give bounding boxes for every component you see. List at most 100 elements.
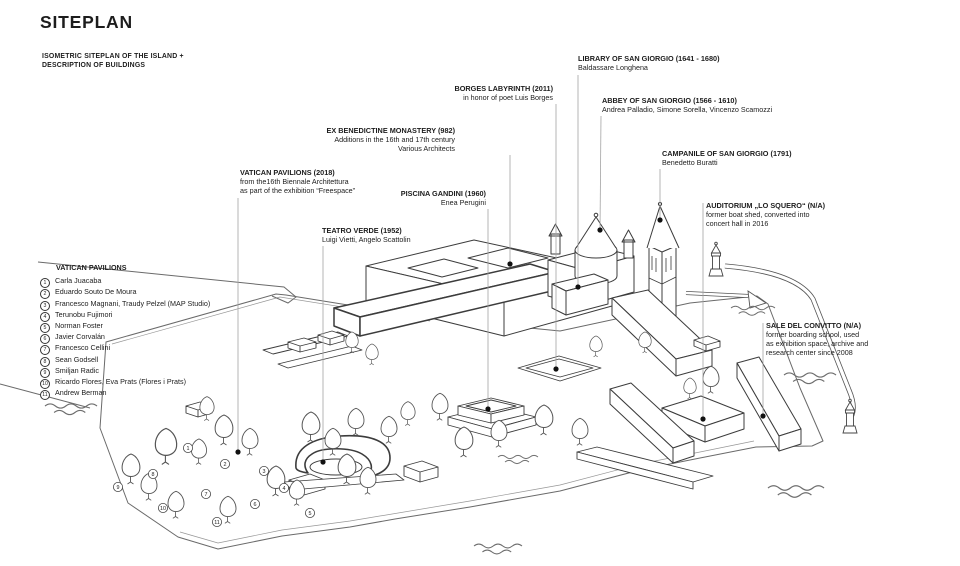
building-label-title: AUDITORIUM „LO SQUERO“ (N/A) [706,201,826,210]
legend-item: 10 Ricardo Flores, Eva Prats (Flores i Pr… [40,376,210,389]
leader-lines [237,75,764,462]
legend-item-number: 9 [40,367,50,378]
legend-item-name: Smiljan Radic [55,365,99,375]
building-label-title: PISCINA GANDINI (1960) [400,189,486,198]
building-label-line: Baldassare Longhena [578,63,648,72]
legend-item-name: Andrew Berman [55,388,107,398]
building-label-line: from the16th Biennale Architettura [240,177,349,186]
building-label-line: former boarding school, used [766,330,860,339]
legend-item-number: 4 [40,311,50,322]
borges-labyrinth [517,355,602,382]
legend-item-name: Sean Godsell [55,354,99,364]
svg-text:8: 8 [152,472,155,478]
legend-item-name: Ricardo Flores, Eva Prats (Flores i Prat… [55,376,187,386]
plan-marker: 9 [113,481,124,492]
legend-item-number: 5 [40,322,50,333]
legend-item: 9 Smiljan Radic [40,365,210,378]
building-label-line: Luigi Vietti, Angelo Scattolin [322,235,411,244]
legend-item: 8 Sean Godsell [40,354,210,367]
sale-del-convitto [736,356,802,452]
building-label-title: VATICAN PAVILIONS (2018) [240,168,335,177]
page-subtitle: ISOMETRIC SITEPLAN OF THE ISLAND + DESCR… [42,53,184,70]
svg-text:1: 1 [187,446,190,452]
label-library-of-san-giorgio: LIBRARY OF SAN GIORGIO (1641 - 1680) Bal… [578,54,720,72]
svg-text:3: 3 [263,469,266,475]
legend-item-number: 8 [40,356,50,367]
plan-marker: 6 [249,498,260,509]
plan-marker: 5 [304,507,315,518]
building-label-line: in honor of poet Luis Borges [463,93,553,102]
abbey-dome [548,212,636,285]
legend-item-number: 7 [40,345,50,356]
building-label-line: concert hall in 2016 [706,219,769,228]
building-label-line: as exhibition space, archive and [766,339,869,348]
svg-text:6: 6 [254,502,257,508]
building-label-line: Enea Perugini [440,198,486,207]
legend-item-number: 10 [40,378,50,389]
building-label-line: Various Architects [398,144,455,153]
legend-item-number: 3 [40,300,50,311]
plan-marker: 11 [211,517,222,528]
south-platform [576,446,714,490]
plan-marker: 10 [157,502,168,513]
label-campanile-of-san-giorgio: CAMPANILE OF SAN GIORGIO (1791) Benedett… [662,149,792,167]
label-auditorium-lo-squero: AUDITORIUM „LO SQUERO“ (N/A) former boat… [706,201,825,228]
pavilion-markers: 1 2 3 4 5 6 7 8 9 10 11 [113,442,315,528]
building-label-line: Andrea Palladio, Simone Sorella, Vincenz… [602,105,773,114]
building-label-title: BORGES LABYRINTH (2011) [454,84,553,93]
legend-item: 5 Norman Foster [40,320,210,333]
legend-title: VATICAN PAVILIONS [56,263,127,272]
svg-text:5: 5 [309,511,312,517]
legend-item-number: 6 [40,334,50,345]
label-vatican-pavilions: VATICAN PAVILIONS (2018) from the16th Bi… [240,168,355,195]
legend-item-name: Eduardo Souto De Moura [55,287,137,297]
svg-text:9: 9 [117,485,120,491]
building-label-line: as part of the exhibition “Freespace” [240,186,356,195]
auditorium-lo-squero [661,395,745,443]
label-teatro-verde: TEATRO VERDE (1952) Luigi Vietti, Angelo… [322,226,411,244]
long-bar-west [609,382,695,464]
terrace-rows [262,330,363,369]
building-label-line: research center since 2008 [766,348,853,357]
legend-item: 6 Javier Corvalán [40,331,210,345]
label-abbey-of-san-giorgio: ABBEY OF SAN GIORGIO (1566 - 1610) Andre… [602,96,772,114]
building-label-line: Benedetto Buratti [662,158,718,167]
label-borges-labyrinth: BORGES LABYRINTH (2011) in honor of poet… [454,84,553,102]
buildings [185,201,802,496]
legend-item: 7 Francesco Cellini [40,342,210,356]
svg-text:4: 4 [283,486,286,492]
legend-item-name: Francesco Cellini [55,343,111,353]
building-label-title: EX BENEDICTINE MONASTERY (982) [326,126,455,135]
legend-item-name: Terunobu Fujimori [55,309,113,319]
svg-text:10: 10 [160,506,166,512]
svg-text:2: 2 [224,462,227,468]
svg-text:7: 7 [205,492,208,498]
building-label-line: Additions in the 16th and 17th century [334,135,455,144]
building-label-line: former boat shed, converted into [706,210,810,219]
legend-item-number: 2 [40,289,50,300]
monastery-west-wing [333,263,557,337]
legend-item-name: Javier Corvalán [55,332,105,342]
plan-marker: 8 [147,468,158,479]
svg-text:11: 11 [214,520,220,526]
label-ex-benedictine-monastery: EX BENEDICTINE MONASTERY (982) Additions… [326,126,455,153]
plan-marker: 3 [258,465,269,476]
legend-item: 2 Eduardo Souto De Moura [40,286,210,300]
building-label-title: LIBRARY OF SAN GIORGIO (1641 - 1680) [578,54,720,63]
plan-marker: 2 [219,458,230,469]
building-label-title: ABBEY OF SAN GIORGIO (1566 - 1610) [602,96,737,105]
subtitle-line: DESCRIPTION OF BUILDINGS [42,61,146,69]
building-label-title: SALE DEL CONVITTO (N/A) [766,321,861,330]
legend-item-name: Norman Foster [55,320,103,330]
plan-marker: 7 [200,488,211,499]
building-label-title: TEATRO VERDE (1952) [322,226,402,235]
legend-item: 4 Terunobu Fujimori [40,309,210,322]
legend-item-number: 1 [40,278,50,289]
leader-dots [235,217,766,465]
